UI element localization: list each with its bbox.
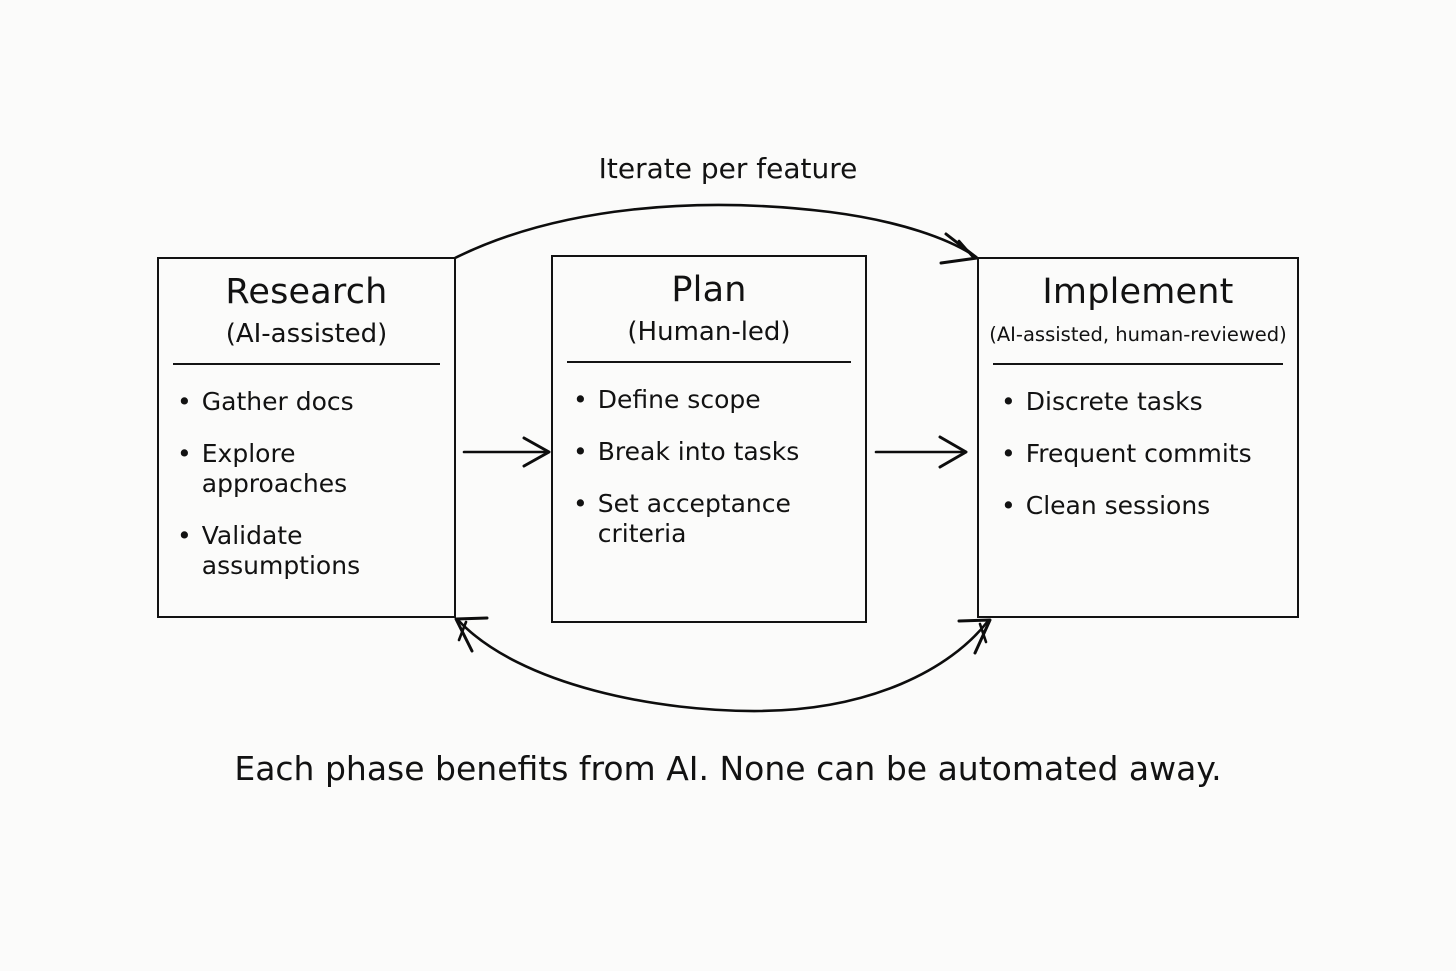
list-item: • Validate assumptions (177, 521, 446, 581)
bullet-text: Explore approaches (201, 439, 348, 499)
bullet-text: Gather docs (201, 387, 354, 417)
phase-bullets-implement: • Discrete tasks • Frequent commits • Cl… (979, 365, 1297, 543)
phase-card-plan[interactable]: Plan (Human-led) • Define scope • Break … (551, 255, 867, 623)
phase-divider-research (173, 363, 440, 366)
phase-title-plan: Plan (671, 270, 747, 310)
list-item: • Frequent commits (1001, 439, 1289, 469)
phase-bullets-plan: • Define scope • Break into tasks • Set … (553, 363, 865, 571)
list-item: • Break into tasks (573, 437, 857, 467)
list-item: • Set acceptance criteria (573, 489, 857, 549)
phase-subtitle-research: (AI-assisted) (225, 319, 388, 350)
bullet-text: Break into tasks (597, 437, 800, 467)
bullet-dot-icon: • (1001, 490, 1016, 520)
phase-title-research: Research (225, 272, 388, 312)
bullet-text: Validate assumptions (201, 521, 361, 581)
arrow-plan-to-implement-icon (874, 435, 968, 469)
phase-card-research[interactable]: Research (AI-assisted) • Gather docs • E… (157, 257, 456, 618)
phase-card-implement[interactable]: Implement (AI-assisted, human-reviewed) … (977, 257, 1299, 618)
phase-header-plan: Plan (Human-led) (553, 257, 865, 348)
bullet-dot-icon: • (1001, 386, 1016, 416)
list-item: • Discrete tasks (1001, 387, 1289, 417)
phase-subtitle-plan: (Human-led) (627, 317, 791, 348)
bullet-dot-icon: • (177, 439, 192, 469)
phase-header-implement: Implement (AI-assisted, human-reviewed) (979, 259, 1297, 347)
list-item: • Define scope (573, 385, 857, 415)
bullet-text: Clean sessions (1025, 490, 1211, 520)
list-item: • Clean sessions (1001, 491, 1289, 521)
bullet-text: Set acceptance criteria (597, 489, 791, 549)
bullet-dot-icon: • (573, 489, 588, 519)
list-item: • Explore approaches (177, 439, 446, 499)
bullet-dot-icon: • (177, 521, 192, 551)
phase-subtitle-implement: (AI-assisted, human-reviewed) (989, 323, 1287, 347)
bullet-dot-icon: • (573, 437, 588, 467)
bullet-dot-icon: • (573, 385, 588, 415)
phase-divider-plan (567, 361, 851, 364)
diagram-caption: Each phase benefits from AI. None can be… (234, 749, 1222, 788)
phase-header-research: Research (AI-assisted) (159, 259, 454, 350)
bullet-text: Define scope (597, 385, 761, 415)
bullet-text: Discrete tasks (1025, 386, 1203, 416)
bullet-dot-icon: • (1001, 438, 1016, 468)
iterate-loop-label: Iterate per feature (598, 152, 858, 185)
bullet-text: Frequent commits (1025, 438, 1252, 468)
bullet-dot-icon: • (177, 387, 192, 417)
list-item: • Gather docs (177, 387, 446, 417)
phase-title-implement: Implement (1042, 272, 1234, 312)
phase-divider-implement (993, 362, 1283, 365)
arrow-research-to-plan-icon (462, 436, 551, 468)
phase-bullets-research: • Gather docs • Explore approaches • Val… (159, 365, 454, 603)
arc-implement-to-research-icon (454, 616, 992, 713)
